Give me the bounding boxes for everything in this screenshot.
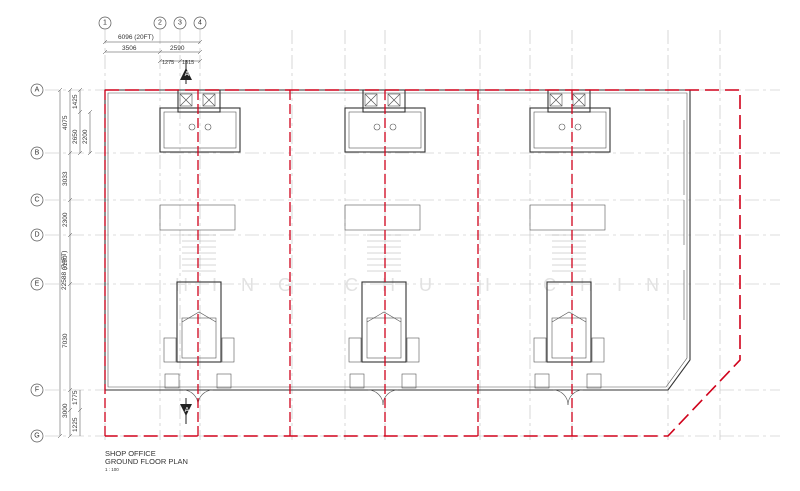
svg-text:A: A	[185, 407, 190, 414]
title-block: SHOP OFFICE GROUND FLOOR PLAN 1 : 100	[105, 449, 188, 472]
column-bubble-3: 3	[173, 16, 187, 30]
stair-treads	[182, 234, 586, 272]
dim-left-1225: 1225	[72, 417, 79, 432]
dim-left-overall: 22588 (74FT)	[61, 251, 68, 290]
dim-left-3130: 3130	[62, 255, 69, 270]
svg-text:1: 1	[103, 20, 107, 27]
section-marker-bottom: A	[180, 398, 192, 424]
building-outline	[104, 89, 691, 391]
dim-left-7030: 7030	[62, 333, 69, 348]
column-bubble-1: 1	[98, 16, 112, 30]
dim-left-2300: 2300	[62, 212, 69, 227]
dim-left-1775: 1775	[72, 390, 79, 405]
svg-text:4: 4	[198, 20, 202, 27]
row-bubble-C: C	[30, 193, 44, 207]
row-bubble-G: G	[30, 429, 44, 443]
watermark-text: HING CHU I CHIN	[175, 275, 683, 295]
horizontal-grid-lines	[45, 89, 780, 437]
dim-top-2590: 2590	[170, 45, 185, 52]
svg-text:B: B	[35, 150, 40, 157]
column-bubble-4: 4	[193, 16, 207, 30]
dim-left-1425: 1425	[72, 94, 79, 109]
dim-top-overall: 6096 (20FT)	[118, 34, 154, 41]
svg-text:2: 2	[158, 20, 162, 27]
row-bubble-A: A	[30, 83, 44, 97]
site-boundary	[105, 89, 741, 437]
svg-text:A: A	[35, 87, 40, 94]
svg-text:F: F	[35, 387, 39, 394]
dim-left-3000: 3000	[62, 403, 69, 418]
dim-left-4075: 4075	[62, 115, 69, 130]
row-bubble-E: E	[30, 277, 44, 291]
dim-left-2650: 2650	[72, 129, 79, 144]
svg-text:C: C	[34, 197, 39, 204]
svg-text:E: E	[35, 281, 40, 288]
row-bubble-F: F	[30, 383, 44, 397]
dim-top-1315: 1315	[182, 60, 194, 66]
dim-left-3033: 3033	[62, 171, 69, 186]
section-marker-top: A	[180, 60, 192, 84]
drawing-title-line1: SHOP OFFICE	[105, 449, 156, 458]
shop-unit-3	[529, 89, 611, 406]
row-bubble-D: D	[30, 228, 44, 242]
column-bubble-2: 2	[153, 16, 167, 30]
svg-text:A: A	[185, 71, 190, 78]
left-dimensions: 22588 (74FT) 4075 1425 2650 2200 3033 23…	[57, 87, 93, 439]
drawing-title-line2: GROUND FLOOR PLAN	[105, 457, 188, 466]
dim-left-2200: 2200	[82, 129, 89, 144]
party-walls	[104, 90, 573, 436]
dim-top-1275: 1275	[162, 60, 174, 66]
svg-text:G: G	[34, 433, 39, 440]
svg-text:D: D	[34, 232, 39, 239]
svg-text:3: 3	[178, 20, 182, 27]
top-dimensions: 6096 (20FT) 3506 2590 1275 1315	[102, 34, 203, 66]
drawing-scale: 1 : 100	[105, 467, 119, 472]
dim-top-3506: 3506	[122, 45, 137, 52]
row-bubble-B: B	[30, 146, 44, 160]
